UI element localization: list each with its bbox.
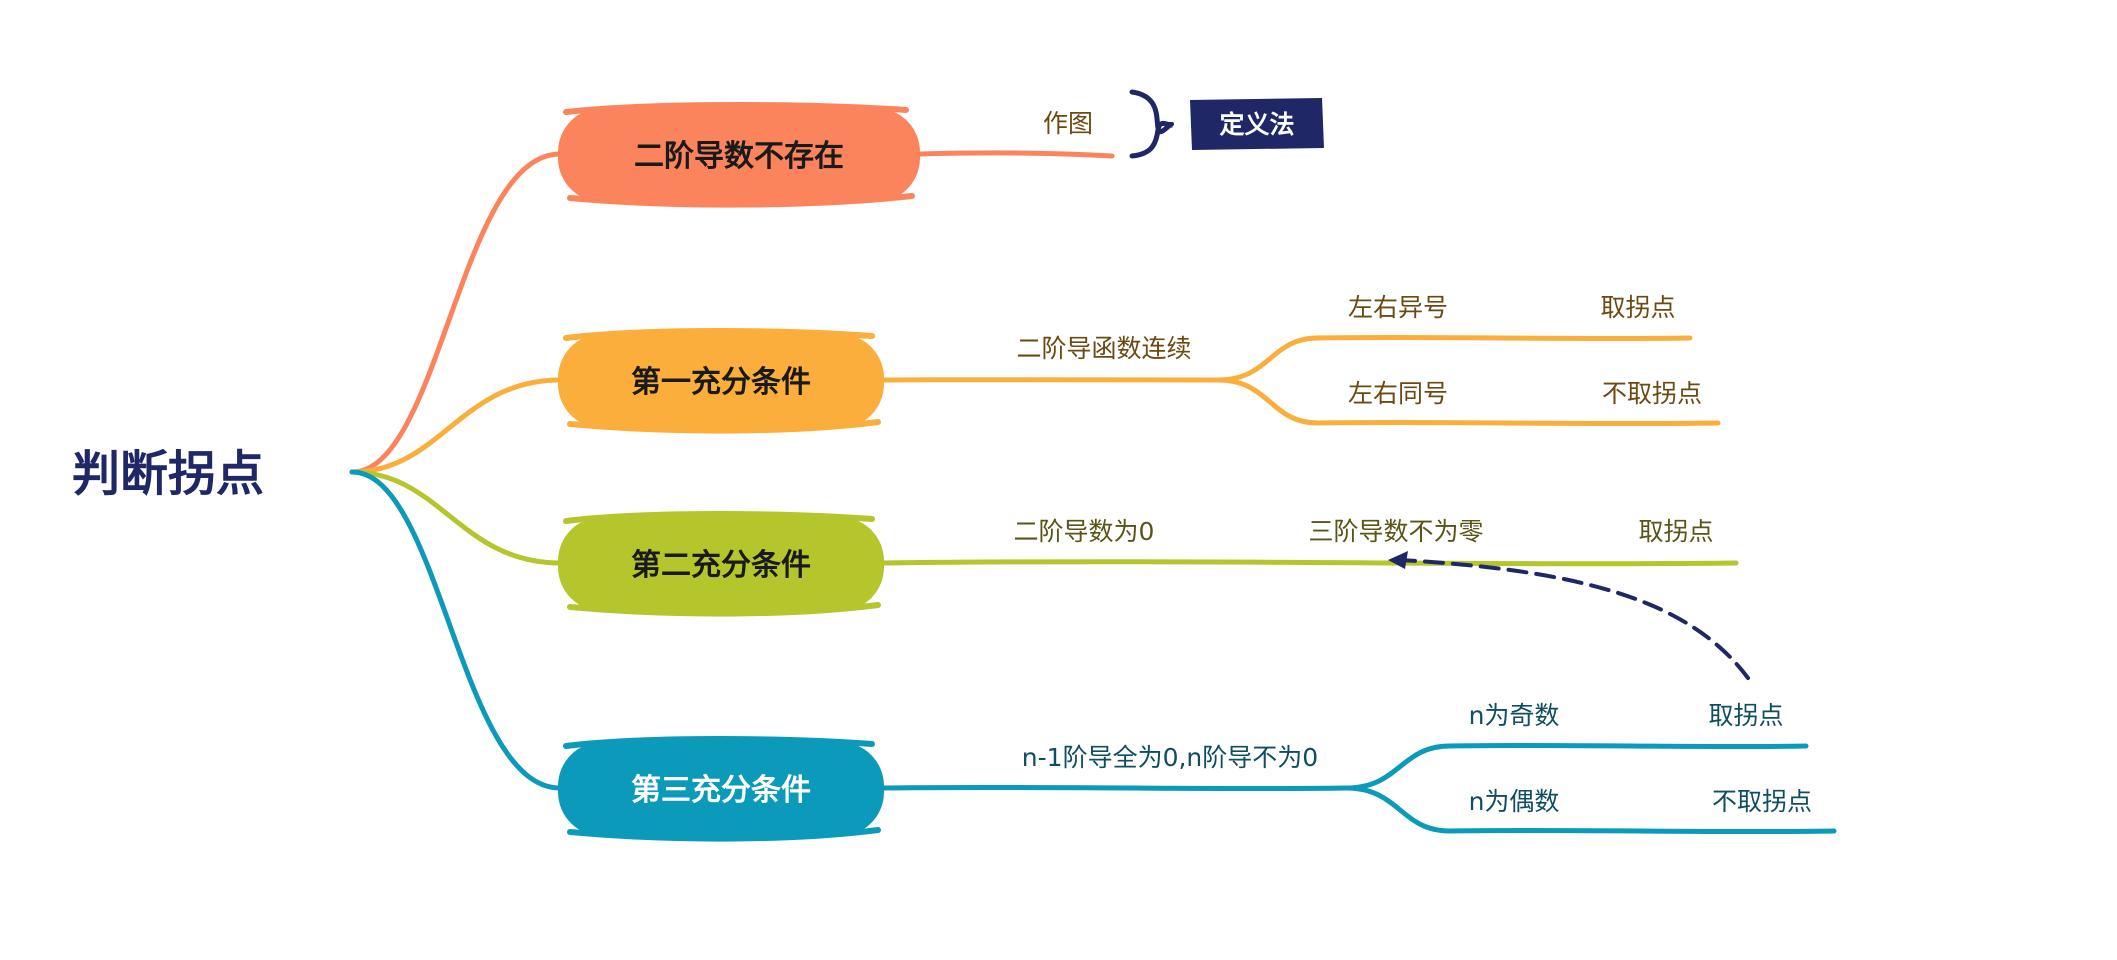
branch-3-child-3-label[interactable]: 取拐点 [1638,517,1713,546]
branch-4-node[interactable] [558,742,884,836]
connector-root-branch-2 [349,377,563,475]
branch-2-child-1-label[interactable]: 二阶导函数连续 [1016,334,1191,363]
relationship-arrow-line [1398,558,1750,680]
branch-2-child-3-label[interactable]: 左右同号 [1348,379,1448,408]
branch-3-label: 第二充分条件 [631,548,811,583]
connector-root-branch-1 [349,151,563,475]
branch-4-child-2-result[interactable]: 取拐点 [1708,701,1783,730]
branch-3-node[interactable] [558,517,884,611]
connector-branch-4-fork-lower [1343,785,1453,834]
arrowhead-icon [1388,551,1408,569]
relationship-arrow [1388,551,1750,680]
branch-3-child-2-label[interactable]: 三阶导数不为零 [1308,517,1483,546]
branch-2-node[interactable] [558,334,884,428]
branch-4-child-3-label[interactable]: n为偶数 [1469,787,1560,816]
branch-4-child-2-label[interactable]: n为奇数 [1469,701,1560,730]
branch-3-child-1-label[interactable]: 二阶导数为0 [1014,517,1155,546]
branch-4-child-3-result[interactable]: 不取拐点 [1712,787,1812,816]
branch-2-child-2-label[interactable]: 左右异号 [1348,293,1448,322]
connector-branch-4-fork-upper [1343,743,1453,791]
branch-2: 第一充分条件 二阶导函数连续 左右异号 取拐点 左右同号 不取拐点 [558,293,1721,434]
root-topic[interactable]: 判断拐点 [72,446,264,502]
connector-branch-2-fork-upper [1215,335,1321,383]
branch-1-node[interactable] [558,108,920,202]
branch-3: 第二充分条件 二阶导数为0 三阶导数不为零 取拐点 [558,511,1739,617]
branch-4-child-1-label[interactable]: n-1阶导全为0,n阶导不为0 [1022,743,1318,772]
sketch-stroke [567,419,881,434]
connector-root-branch-3 [349,469,563,566]
sketch-stroke [567,193,915,208]
branch-3-line [881,559,1739,567]
sketch-stroke [563,328,875,341]
branch-4-label: 第三充分条件 [631,773,811,808]
branch-1: 二阶导数不存在 作图 定义法 [558,89,1324,208]
branch-2-child-3-result[interactable]: 不取拐点 [1602,379,1702,408]
sketch-stroke [563,736,875,749]
branch-1-label: 二阶导数不存在 [634,139,844,174]
callout-definition-label: 定义法 [1219,110,1294,139]
branch-4-line-lower [1447,827,1837,835]
branch-2-line [881,377,1221,383]
sketch-stroke [567,827,881,842]
root-connectors [349,151,563,791]
sketch-stroke [567,602,881,617]
branch-4-line-upper [1447,742,1809,750]
branch-2-line-upper [1315,334,1693,342]
connector-root-branch-4 [349,469,563,791]
branch-2-line-lower [1315,419,1721,427]
sketch-stroke [563,102,909,115]
branch-1-line [917,150,1115,159]
branch-1-child-1-label[interactable]: 作图 [1043,109,1093,138]
callout-definition-box[interactable] [1190,98,1324,150]
branch-4-line [881,784,1349,792]
connector-branch-2-fork-lower [1215,377,1321,426]
branch-2-label: 第一充分条件 [631,365,811,400]
branch-4: 第三充分条件 n-1阶导全为0,n阶导不为0 n为奇数 取拐点 n为偶数 不取拐… [558,701,1837,842]
sketch-stroke [563,511,875,524]
branch-2-child-2-result[interactable]: 取拐点 [1600,293,1675,322]
